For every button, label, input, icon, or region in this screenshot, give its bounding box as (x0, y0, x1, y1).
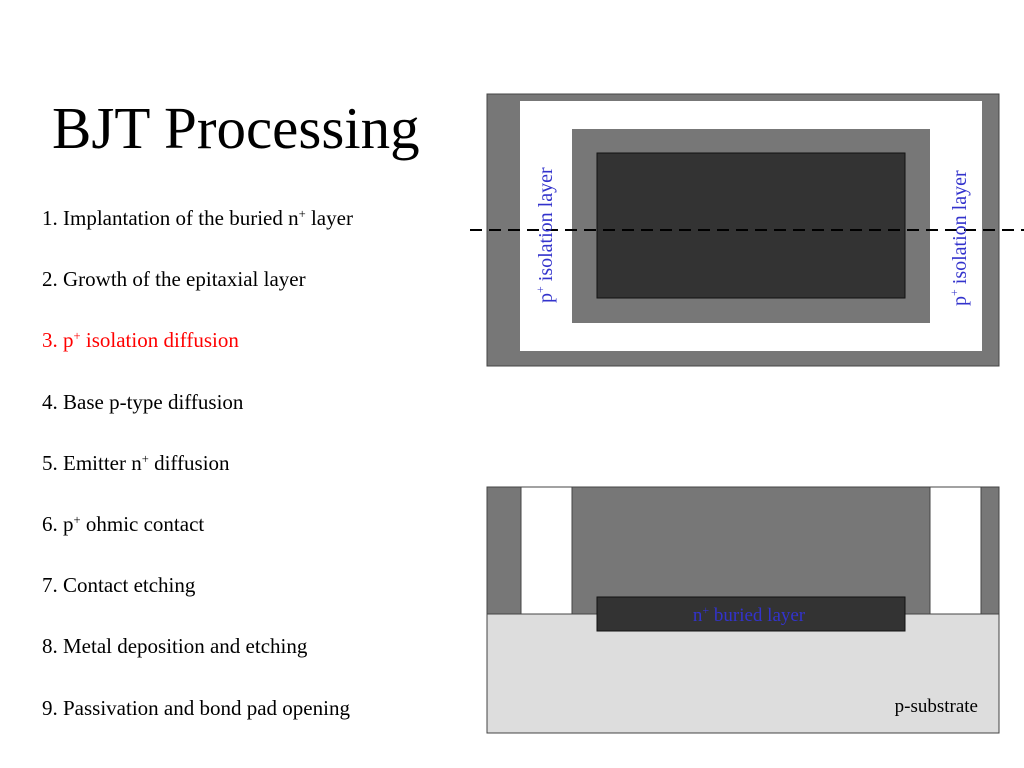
cross-section-buried-layer (596, 596, 906, 632)
cross-section-view: n+ buried layer p-substrate (486, 486, 1000, 734)
process-step-text: 2. Growth of the epitaxial layer (42, 267, 306, 291)
top-view: p+ isolation layer p+ isolation layer (470, 93, 1024, 367)
process-step-text-tail: ohmic contact (80, 512, 205, 536)
cross-section-frame (486, 486, 1000, 734)
process-step-text: 9. Passivation and bond pad opening (42, 696, 350, 720)
process-step-text-tail: isolation diffusion (80, 328, 239, 352)
process-step-text: 4. Base p-type diffusion (42, 390, 244, 414)
cross-section-substrate (487, 614, 999, 733)
process-step-text: 7. Contact etching (42, 573, 196, 597)
substrate-label: p-substrate (895, 696, 978, 717)
process-step-3: 3. p+ isolation diffusion (42, 327, 239, 356)
process-step-2: 2. Growth of the epitaxial layer (42, 266, 306, 295)
slide-title: BJT Processing (52, 95, 420, 161)
cross-section-left-isolation (520, 486, 573, 615)
process-step-text-tail: layer (305, 206, 353, 230)
left-isolation-label: p+ isolation layer (533, 167, 557, 303)
process-step-7: 7. Contact etching (42, 572, 195, 601)
process-step-text-tail: diffusion (148, 451, 230, 475)
process-step-4: 4. Base p-type diffusion (42, 389, 243, 418)
process-step-9: 9. Passivation and bond pad opening (42, 695, 350, 724)
process-step-5: 5. Emitter n+ diffusion (42, 450, 230, 479)
process-step-text: 3. p (42, 328, 74, 352)
superscript: + (298, 207, 306, 222)
process-step-text: 6. p (42, 512, 74, 536)
process-step-text: 1. Implantation of the buried n (42, 206, 299, 230)
superscript: + (73, 329, 81, 344)
right-isolation-label: p+ isolation layer (947, 170, 971, 306)
top-view-buried-layer (596, 152, 906, 299)
process-step-text: 5. Emitter n (42, 451, 142, 475)
process-step-1: 1. Implantation of the buried n+ layer (42, 205, 353, 234)
process-step-text: 8. Metal deposition and etching (42, 634, 308, 658)
buried-layer-label: n+ buried layer (693, 603, 806, 626)
superscript: + (141, 452, 149, 467)
cross-section-right-isolation (929, 486, 982, 615)
superscript: + (73, 513, 81, 528)
process-step-6: 6. p+ ohmic contact (42, 511, 204, 540)
process-step-8: 8. Metal deposition and etching (42, 633, 307, 662)
